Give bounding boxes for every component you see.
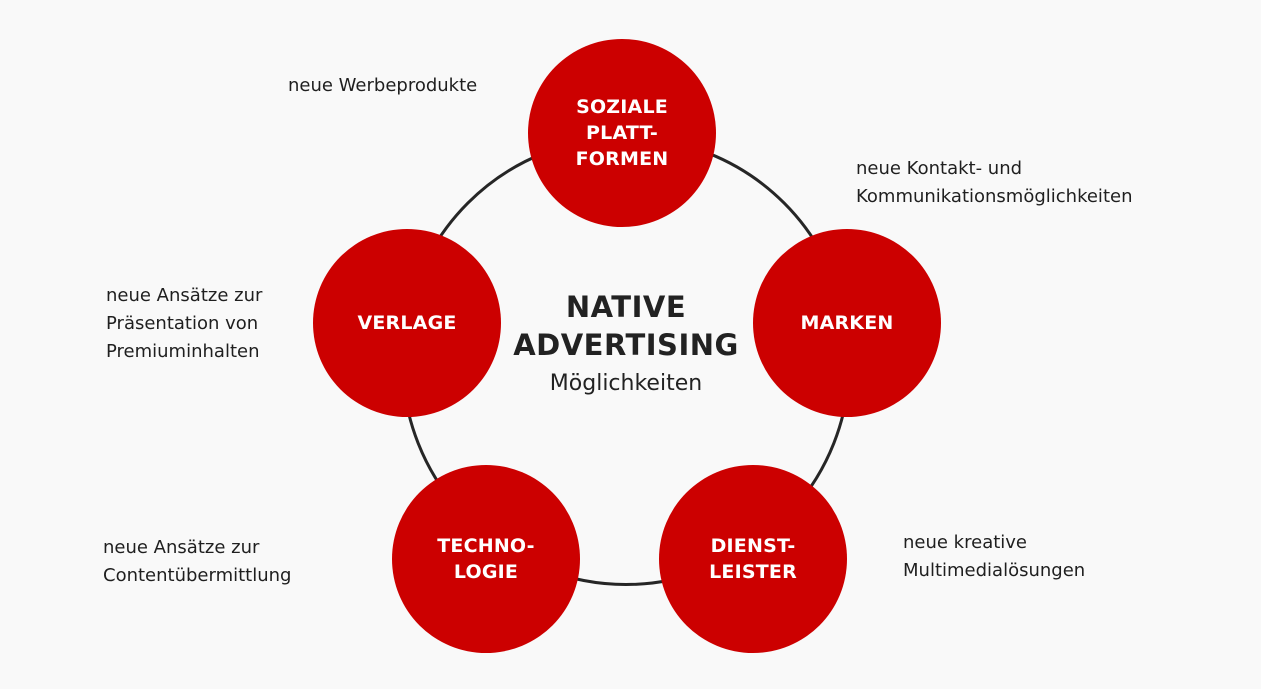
node-label-verlage: VERLAGE (357, 312, 457, 334)
node-verlage: VERLAGE (313, 229, 501, 417)
node-technologie: TECHNO- LOGIE (392, 465, 580, 653)
node-label-soziale-plattformen: SOZIALE PLATT- FORMEN (575, 96, 669, 170)
note-technologie: neue Ansätze zur Contentübermittlung (103, 537, 292, 586)
note-soziale-plattformen: neue Werbeprodukte (288, 75, 478, 96)
node-dienstleister: DIENST- LEISTER (659, 465, 847, 653)
node-label-dienstleister: DIENST- LEISTER (709, 535, 797, 583)
center-title: NATIVE ADVERTISING (513, 290, 739, 362)
note-verlage: neue Ansätze zur Präsentation von Premiu… (106, 285, 263, 362)
center-label: NATIVE ADVERTISING Möglichkeiten (496, 288, 756, 398)
note-dienstleister: neue kreative Multimedialösungen (903, 532, 1086, 581)
node-label-technologie: TECHNO- LOGIE (437, 535, 535, 583)
note-marken: neue Kontakt- und Kommunikationsmöglichk… (856, 158, 1133, 207)
node-marken: MARKEN (753, 229, 941, 417)
node-label-marken: MARKEN (800, 312, 894, 334)
node-soziale-plattformen: SOZIALE PLATT- FORMEN (528, 39, 716, 227)
center-subtitle: Möglichkeiten (549, 371, 703, 396)
